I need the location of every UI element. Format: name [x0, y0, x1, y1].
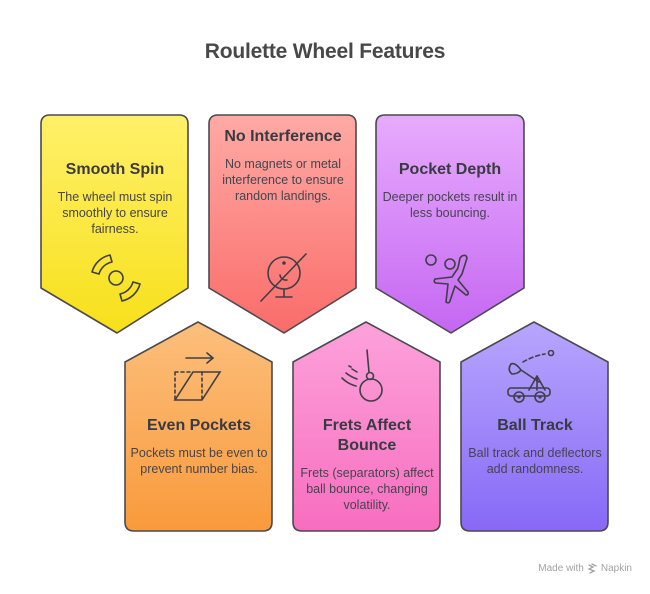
volleyball-player-icon [425, 254, 470, 304]
card-description: Ball track and deflectors add randomness… [468, 446, 602, 476]
card-title: No Interference [224, 128, 342, 145]
card-description: Frets (separators) affect ball bounce, c… [300, 466, 434, 512]
card-description: No magnets or metal interference to ensu… [222, 157, 344, 203]
wrecking-ball-icon [341, 349, 383, 402]
spin-arrows-icon [91, 254, 141, 302]
card-shape-even-pockets [124, 321, 273, 532]
card-ball-track: Ball Track Ball track and deflectors add… [464, 416, 606, 477]
card-shape-smooth-spin [40, 114, 189, 334]
card-title: Ball Track [497, 417, 573, 434]
card-even-pockets: Even Pockets Pockets must be even to pre… [128, 416, 270, 477]
card-title: Frets Affect Bounce [322, 417, 412, 454]
card-shape-ball-track [460, 321, 609, 532]
card-pocket-depth: Pocket Depth Deeper pockets result in le… [379, 160, 521, 221]
page-title: Roulette Wheel Features [204, 40, 446, 63]
no-webcam-icon [260, 253, 307, 302]
card-no-interference: No Interference No magnets or metal inte… [212, 127, 354, 204]
card-smooth-spin: Smooth Spin The wheel must spin smoothly… [44, 160, 186, 237]
napkin-logo-icon [587, 563, 597, 574]
footer-brand: Napkin [600, 563, 632, 574]
card-shape-frets-affect-bounce [292, 321, 441, 532]
card-description: The wheel must spin smoothly to ensure f… [57, 190, 173, 236]
catapult-icon [507, 350, 555, 403]
card-frets-affect-bounce: Frets Affect Bounce Frets (separators) a… [296, 416, 438, 513]
card-title: Even Pockets [146, 417, 252, 434]
card-shape-no-interference [208, 114, 357, 334]
card-title: Pocket Depth [398, 161, 502, 178]
card-description: Deeper pockets result in less bouncing. [382, 190, 518, 220]
footer-label: Made with [538, 563, 584, 574]
card-title: Smooth Spin [65, 161, 165, 178]
napkin-watermark: Made with Napkin [538, 563, 632, 574]
shear-shape-icon [173, 352, 222, 401]
card-shape-pocket-depth [375, 114, 525, 334]
card-description: Pockets must be even to prevent number b… [130, 446, 268, 476]
